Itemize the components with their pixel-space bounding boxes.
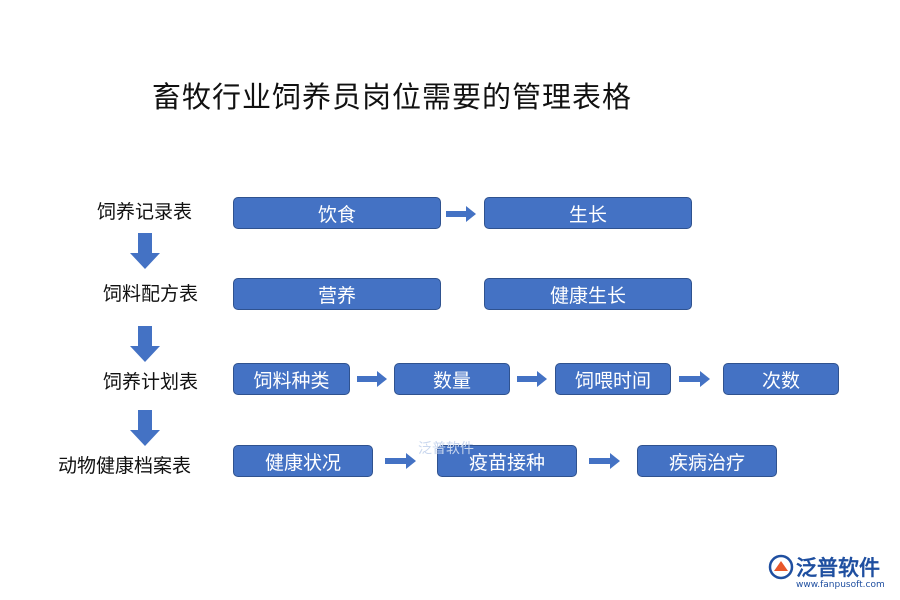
box-growth: 生长 (484, 197, 692, 229)
box-feeding-time: 饲喂时间 (555, 363, 671, 395)
right-arrow-time-frequency (679, 371, 710, 387)
box-healthy-growth: 健康生长 (484, 278, 692, 310)
row-label-feeding-record: 饲养记录表 (97, 201, 193, 223)
down-arrow-3 (130, 410, 160, 446)
box-diet: 饮食 (233, 197, 441, 229)
box-nutrition: 营养 (233, 278, 441, 310)
box-vaccination: 疫苗接种 (437, 445, 577, 477)
box-health-status: 健康状况 (233, 445, 373, 477)
box-quantity: 数量 (394, 363, 510, 395)
box-frequency: 次数 (723, 363, 839, 395)
right-arrow-quantity-time (517, 371, 547, 387)
right-arrow-status-vaccination (385, 453, 416, 469)
brand-logo: 泛普软件 www.fanpusoft.com (768, 552, 898, 596)
right-arrow-vaccination-treatment (589, 453, 620, 469)
row-label-feed-formula: 饲料配方表 (103, 283, 199, 305)
box-disease-treatment: 疾病治疗 (637, 445, 777, 477)
brand-logo-icon (768, 554, 794, 580)
row-label-feeding-plan: 饲养计划表 (103, 371, 199, 393)
page-title: 畜牧行业饲养员岗位需要的管理表格 (152, 80, 633, 114)
right-arrow-diet-growth (446, 206, 476, 222)
box-feed-type: 饲料种类 (233, 363, 350, 395)
down-arrow-1 (130, 233, 160, 269)
brand-url: www.fanpusoft.com (796, 580, 885, 590)
down-arrow-2 (130, 326, 160, 362)
brand-name: 泛普软件 (796, 556, 880, 580)
watermark: 泛普软件 (418, 441, 474, 457)
row-label-animal-health-file: 动物健康档案表 (58, 455, 192, 477)
right-arrow-type-quantity (357, 371, 387, 387)
